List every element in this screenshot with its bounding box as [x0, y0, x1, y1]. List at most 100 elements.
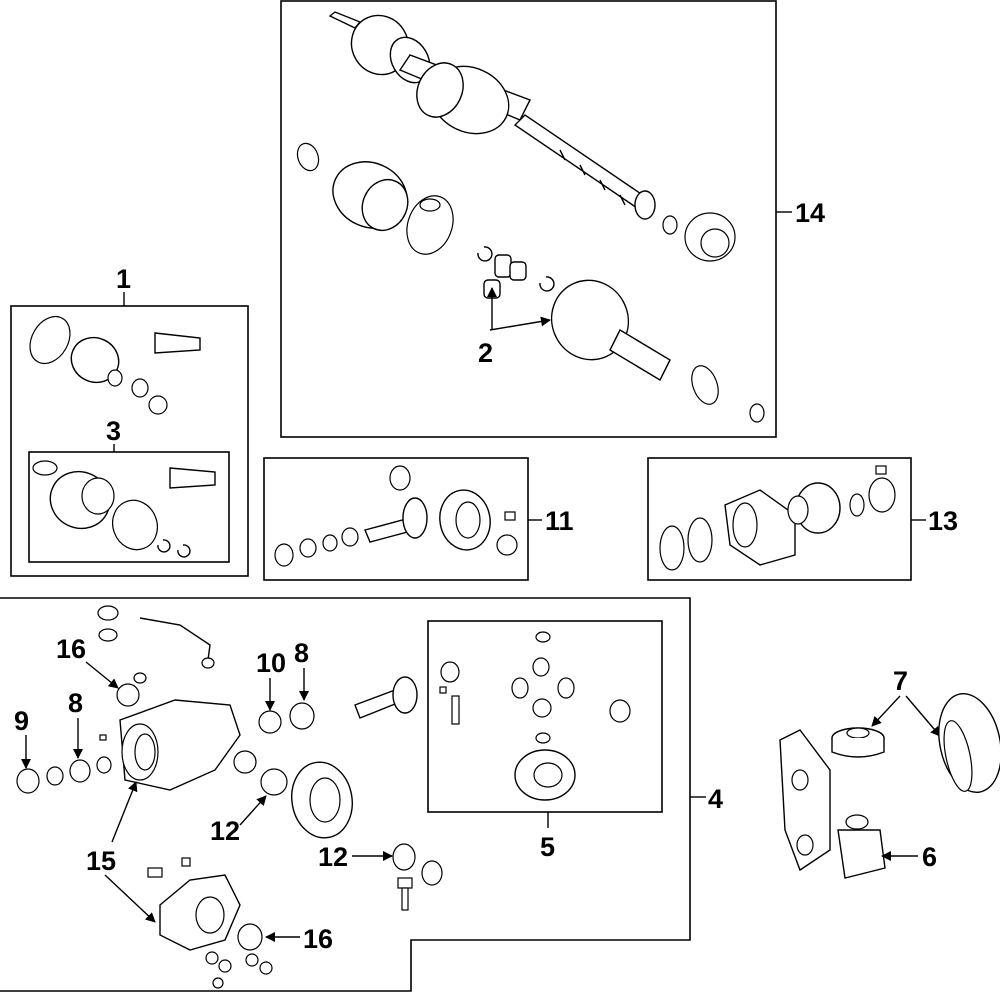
- group-5-diff-gears: 5: [427, 620, 663, 862]
- bearing-5a: [440, 661, 460, 683]
- callout-5: 5: [540, 832, 555, 862]
- callout-7-arrow-left: [871, 695, 901, 727]
- small-ring-14b: [749, 403, 765, 423]
- plug-e: [212, 977, 224, 989]
- group-13-frame: [647, 457, 912, 581]
- plug-b: [218, 959, 232, 973]
- breather-washer: [98, 628, 118, 642]
- bearing-11a: [341, 527, 359, 547]
- bolt-13: [875, 465, 887, 475]
- callout-12-left-arrow: [239, 795, 267, 826]
- plug-16: [133, 672, 147, 684]
- spline-ticks: [559, 149, 626, 206]
- bearing-10: [258, 710, 282, 734]
- pinion-gear: [402, 497, 428, 539]
- boot-band-3b: [112, 499, 158, 551]
- boot-1-neck: [107, 369, 123, 387]
- tripod-joint: [483, 254, 527, 299]
- seal-13a: [659, 525, 685, 571]
- oil-seal-16-bottom: [237, 923, 263, 951]
- seal-11a: [274, 543, 294, 567]
- group-3-frame: [28, 451, 230, 563]
- boot-clamp-small: [296, 142, 320, 172]
- dust-seal-14-inner: [700, 228, 730, 258]
- snap-ring-right: [539, 276, 555, 292]
- oil-seal-9: [16, 768, 40, 794]
- small-ring-14a: [662, 215, 678, 235]
- callout-2: 2: [478, 338, 493, 368]
- group-4-frame: [0, 597, 691, 992]
- drive-pinion-gear: [392, 676, 418, 714]
- carrier-bore-inner: [134, 733, 156, 771]
- pinion-gear-5a: [511, 677, 529, 699]
- side-gear-5b: [532, 698, 552, 718]
- bearing-8-left: [69, 759, 91, 783]
- washer-11: [322, 534, 338, 552]
- bearing-9: [46, 766, 64, 786]
- callout-6: 6: [922, 842, 937, 872]
- group-4-differential: 4 16 15 9 8 10 8: [0, 597, 723, 992]
- callout-15-arrow-up: [111, 781, 138, 843]
- bearing-11b: [389, 465, 411, 491]
- group-11-frame: [263, 457, 529, 581]
- shaft-end-stub: [328, 11, 362, 29]
- callout-9: 9: [14, 706, 29, 736]
- ring-gear-4-hub: [309, 777, 341, 823]
- bearing-12b-cup: [421, 860, 443, 886]
- clamp-1b: [148, 395, 168, 415]
- callout-7-arrow-right: [905, 695, 941, 737]
- thrust-washer-5b: [535, 732, 551, 744]
- pinion-gear-5b: [557, 677, 575, 699]
- mount-bracket-hole-b: [796, 834, 814, 856]
- bolt-12-shank: [401, 887, 409, 911]
- clamp-1a: [131, 378, 149, 398]
- mount-insulator: [837, 829, 886, 879]
- diff-case-13-bore: [732, 502, 758, 548]
- bolt-12: [397, 877, 413, 889]
- callout-16-bottom: 16: [303, 924, 333, 954]
- group-13-case: 13: [647, 457, 958, 581]
- mount-insulator-top: [845, 814, 869, 830]
- inner-boot-clamp: [416, 62, 464, 118]
- breather-cap: [97, 605, 119, 621]
- group-1-frame: [10, 305, 249, 577]
- snap-ring-left: [477, 246, 493, 262]
- callout-12-right: 12: [318, 842, 348, 872]
- callout-11: 11: [545, 506, 574, 536]
- mount-cushion-top-hole: [846, 727, 870, 739]
- side-gear-5a: [532, 657, 550, 677]
- inner-joint-stub: [609, 329, 671, 381]
- shaft-end-cap: [634, 190, 656, 220]
- boot-kit-inner: [361, 178, 409, 232]
- inner-shaft-spline: [513, 114, 652, 211]
- seal-ring-14: [691, 365, 719, 405]
- bearing-5b: [609, 699, 631, 723]
- mount-cushion-side: [831, 738, 885, 758]
- group-6-7-mount: 7 6: [779, 666, 1000, 879]
- group-5-frame: [427, 620, 663, 813]
- bearing-11c: [496, 534, 518, 556]
- vent-hose-end: [201, 657, 215, 669]
- seal-13b: [687, 517, 713, 563]
- mount-bushing-bore: [943, 720, 973, 792]
- callout-7: 7: [893, 666, 908, 696]
- spacer-8-left: [96, 756, 112, 774]
- callout-14: 14: [795, 198, 825, 228]
- bearing-12b-cone: [392, 843, 416, 871]
- diff-case-5-hub: [533, 762, 563, 788]
- group-1-boot-kit: 1 3: [10, 264, 249, 577]
- thrust-washer-5: [535, 631, 551, 643]
- callout-4: 4: [708, 784, 723, 814]
- side-gear-13-hub: [787, 495, 809, 525]
- cover-bolt: [181, 857, 191, 867]
- group-11-drive-pinion: 11: [263, 457, 574, 581]
- bearing-12a-cup: [233, 750, 257, 774]
- diff-cover-bore: [195, 896, 225, 934]
- callout-10: 10: [256, 648, 286, 678]
- boot-band-1a: [29, 315, 71, 365]
- oil-seal-16-top: [116, 683, 140, 707]
- bearing-12a-cone: [260, 768, 288, 796]
- bearing-8-mid: [289, 702, 315, 730]
